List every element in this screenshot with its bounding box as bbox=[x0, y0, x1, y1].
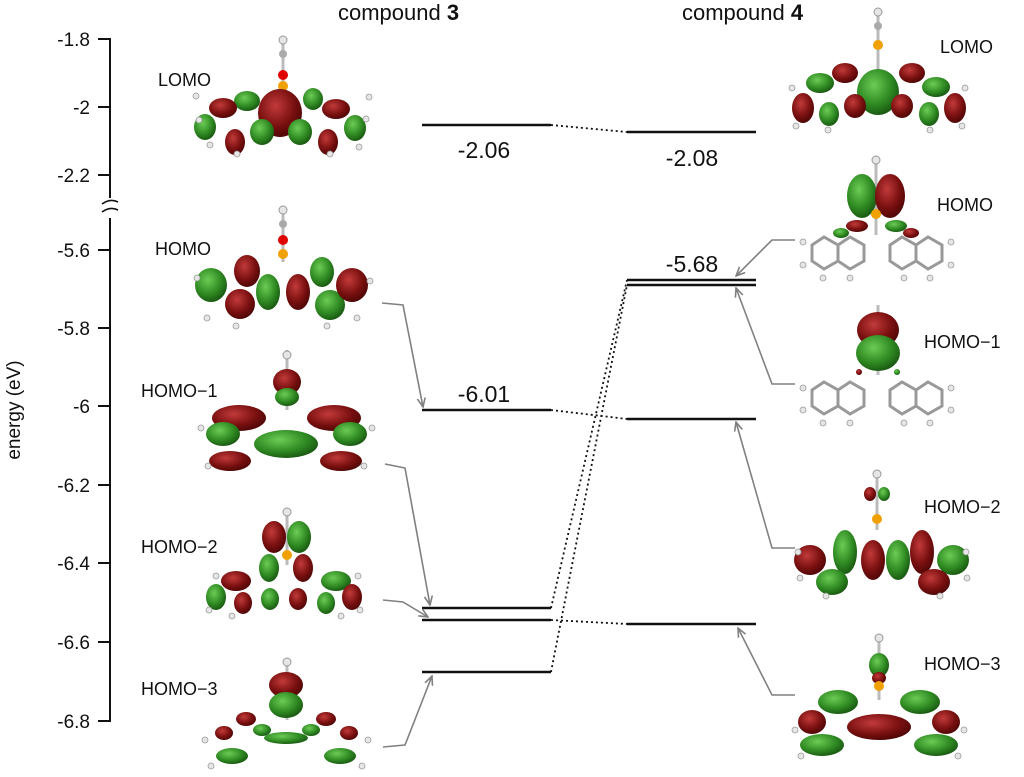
orbital-image-c4-homo-3 bbox=[791, 633, 968, 760]
tick-label: -6 bbox=[73, 397, 90, 418]
arrow-c4-homo bbox=[736, 239, 795, 276]
header-compound-4: compound 4 bbox=[682, 0, 804, 25]
corr-homo3-homo1 bbox=[550, 284, 628, 673]
levels-compound-3: -2.06 -6.01 bbox=[422, 123, 551, 674]
tick-label: -6.6 bbox=[57, 633, 90, 654]
orbital-labels-c4: LOMO HOMO HOMO−1 HOMO−2 HOMO−3 bbox=[924, 37, 1001, 674]
tick-label: -6.4 bbox=[57, 554, 90, 575]
value-c4-lomo: -2.08 bbox=[666, 145, 718, 171]
arrow-c4-homo-3 bbox=[738, 628, 795, 696]
tick-label: -5.8 bbox=[57, 319, 90, 340]
arrows-compound-4 bbox=[736, 239, 795, 696]
orbital-label-c3-homo-2: HOMO−2 bbox=[141, 537, 218, 557]
orbital-image-c3-homo-1 bbox=[197, 350, 376, 471]
orbital-image-c3-homo bbox=[193, 205, 374, 330]
axis-break-mark bbox=[101, 199, 119, 213]
orbital-image-c4-lomo bbox=[788, 7, 969, 134]
value-c3-lomo: -2.06 bbox=[458, 137, 510, 163]
corr-lomo bbox=[550, 124, 628, 133]
ticks-lower: -5.6 -5.8 -6 -6.2 -6.4 -6.6 -6.8 bbox=[57, 241, 110, 733]
tick-label: -6.2 bbox=[57, 476, 90, 497]
corr-homo1-homo2 bbox=[550, 409, 628, 420]
header-compound-3: compound 3 bbox=[338, 0, 459, 25]
orbital-image-c3-lomo bbox=[192, 35, 373, 158]
orbital-image-c4-homo bbox=[799, 155, 955, 282]
tick-label: -2 bbox=[73, 98, 90, 119]
tick-label: -6.8 bbox=[57, 712, 90, 733]
orbital-image-c4-homo-1 bbox=[799, 305, 955, 427]
orbital-label-c4-lomo: LOMO bbox=[940, 37, 993, 57]
ticks-upper: -1.8 -2 -2.2 bbox=[57, 30, 110, 187]
y-axis-label: energy (eV) bbox=[4, 360, 25, 459]
orbital-label-c4-homo: HOMO bbox=[937, 195, 993, 215]
orbital-image-c3-homo-2 bbox=[205, 507, 364, 620]
correlation-lines bbox=[550, 124, 628, 673]
value-c3-homo-1: -6.01 bbox=[458, 381, 510, 407]
orbital-label-c3-lomo: LOMO bbox=[158, 70, 211, 90]
tick-label: -2.2 bbox=[57, 166, 90, 187]
arrow-c4-homo-2 bbox=[736, 422, 795, 549]
value-c4-homo: -5.68 bbox=[666, 251, 718, 277]
levels-compound-4: -2.08 -5.68 bbox=[627, 130, 756, 626]
arrow-c3-homo-1 bbox=[384, 463, 430, 605]
arrow-c3-homo-2 bbox=[382, 599, 428, 617]
orbital-label-c3-homo-1: HOMO−1 bbox=[141, 381, 218, 401]
arrow-c4-homo-1 bbox=[736, 288, 795, 385]
orbital-label-c4-homo-3: HOMO−3 bbox=[924, 654, 1001, 674]
arrow-c3-homo bbox=[381, 302, 423, 407]
corr-homo-homo bbox=[550, 279, 628, 609]
tick-label: -1.8 bbox=[57, 30, 90, 51]
orbital-image-c3-homo-3 bbox=[201, 657, 372, 770]
tick-label: -5.6 bbox=[57, 241, 90, 262]
orbital-label-c4-homo-2: HOMO−2 bbox=[924, 497, 1001, 517]
corr-homo2-homo3 bbox=[550, 619, 628, 625]
orbital-label-c3-homo: HOMO bbox=[155, 239, 211, 259]
arrows-compound-3 bbox=[381, 302, 432, 748]
orbital-label-c4-homo-1: HOMO−1 bbox=[924, 332, 1001, 352]
orbital-image-c4-homo-2 bbox=[794, 469, 971, 600]
orbital-labels-c3: LOMO HOMO HOMO−1 HOMO−2 HOMO−3 bbox=[141, 70, 218, 699]
arrow-c3-homo-3 bbox=[382, 676, 432, 748]
orbital-label-c3-homo-3: HOMO−3 bbox=[141, 679, 218, 699]
